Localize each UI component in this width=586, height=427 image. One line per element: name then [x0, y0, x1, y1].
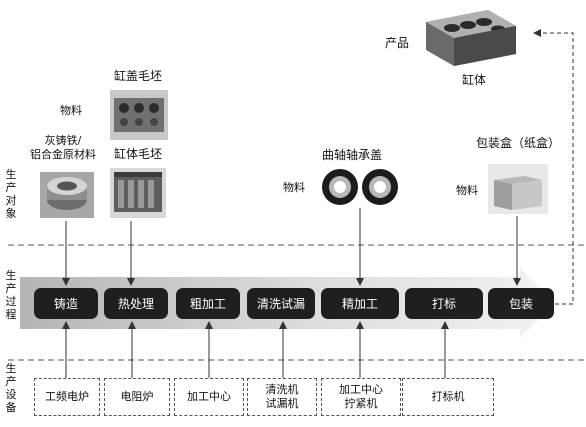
equipment-label-2: 电阻炉 — [120, 390, 154, 403]
arrow-pack-to-product — [533, 29, 574, 305]
equipment-cleaner-leak-tester: 清洗机 试漏机 — [247, 378, 317, 416]
product-name: 缸体 — [462, 73, 487, 87]
equipment-induction-furnace: 工频电炉 — [34, 378, 100, 416]
equipment-machining-center: 加工中心 — [174, 378, 244, 416]
process-marking: 打标 — [405, 288, 483, 319]
engine-block-product-icon — [426, 10, 516, 66]
bearing-icon — [322, 169, 398, 205]
cylinder-block-blank-label: 缸体毛坯 — [114, 147, 163, 161]
crankshaft-bearing-label: 曲轴轴承盖 — [322, 148, 383, 162]
equipment-machining-tightening: 加工中心 拧紧机 — [321, 378, 401, 416]
equipment-label-1: 工频电炉 — [45, 390, 89, 403]
row-label-process: 生产过程 — [5, 269, 17, 321]
engine-block-icon — [110, 168, 166, 218]
equipment-label-4: 清洗机 试漏机 — [265, 383, 299, 410]
process-heat-treatment: 热处理 — [104, 288, 168, 319]
metal-ring-icon — [40, 172, 94, 218]
process-packaging: 包装 — [488, 288, 554, 319]
process-rough-machining: 粗加工 — [176, 288, 240, 319]
equipment-label-3: 加工中心 — [187, 390, 231, 403]
row-label-equipment: 生产设备 — [5, 362, 17, 414]
process-casting: 铸造 — [34, 288, 98, 319]
packaging-box-label: 包装盒（纸盒） — [476, 136, 561, 150]
row-label-objects: 生产对象 — [5, 168, 17, 220]
process-finish-machining: 精加工 — [321, 288, 399, 319]
equipment-label-6: 打标机 — [431, 390, 465, 403]
cylinder-head-icon — [110, 90, 168, 140]
raw-material-label: 灰铸铁/ 铝合金原材料 — [30, 134, 96, 161]
cylinder-head-blank-label: 缸盖毛坯 — [114, 69, 163, 83]
material-label-1: 物料 — [60, 104, 82, 117]
material-label-2: 物料 — [283, 181, 305, 194]
material-label-3: 物料 — [456, 184, 478, 197]
equipment-marking-machine: 打标机 — [402, 378, 494, 416]
equipment-label-5: 加工中心 拧紧机 — [339, 383, 383, 410]
equipment-resistance-furnace: 电阻炉 — [104, 378, 170, 416]
product-label: 产品 — [385, 36, 410, 50]
process-cleaning-leak-test: 清洗试漏 — [247, 288, 315, 319]
carton-box-icon — [488, 164, 548, 214]
